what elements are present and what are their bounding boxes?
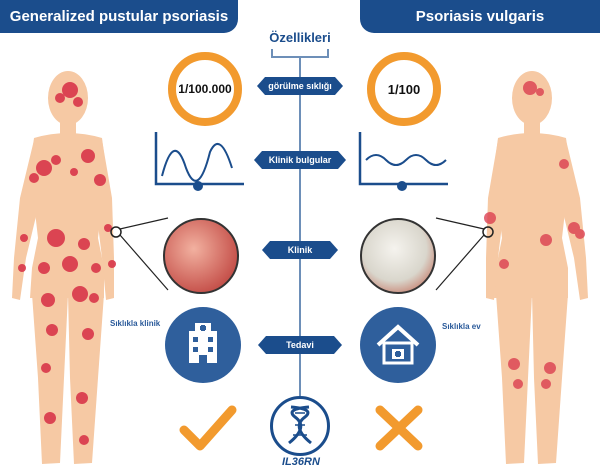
label-frequency: görülme sıklığı [257,77,343,95]
dna-icon [270,396,330,456]
gpp-treatment-note: Sıklıkla klinik [110,319,161,328]
pv-frequency-ring: 1/100 [367,52,441,126]
pv-wave-graph [358,132,448,191]
pv-body-figure [484,71,588,464]
gpp-frequency-value: 1/100.000 [178,82,232,96]
center-axis-line [299,56,301,396]
gpp-header: Generalized pustular psoriasis [0,0,238,33]
gpp-zoom-lines [110,217,169,291]
cross-icon [375,405,423,451]
label-treatment: Tedavi [258,336,342,354]
label-clinical: Klinik [262,241,338,259]
gpp-skin-closeup [163,218,239,294]
features-title: Özellikleri [269,30,331,45]
pv-zoom-lines [435,217,494,291]
pv-skin-closeup [360,218,436,294]
hospital-icon [165,307,241,383]
gpp-body-figure [12,71,116,464]
pv-frequency-value: 1/100 [387,81,421,97]
home-care-icon [360,307,436,383]
pv-header: Psoriasis vulgaris [360,0,600,33]
gpp-frequency-ring: 1/100.000 [168,52,242,126]
checkmark-icon [179,405,237,451]
gene-label: IL36RN [282,456,320,468]
gpp-wave-graph [154,132,244,191]
pv-treatment-note: Sıklıkla ev [442,322,481,331]
label-clinical-findings: Klinik bulgular [254,151,346,169]
